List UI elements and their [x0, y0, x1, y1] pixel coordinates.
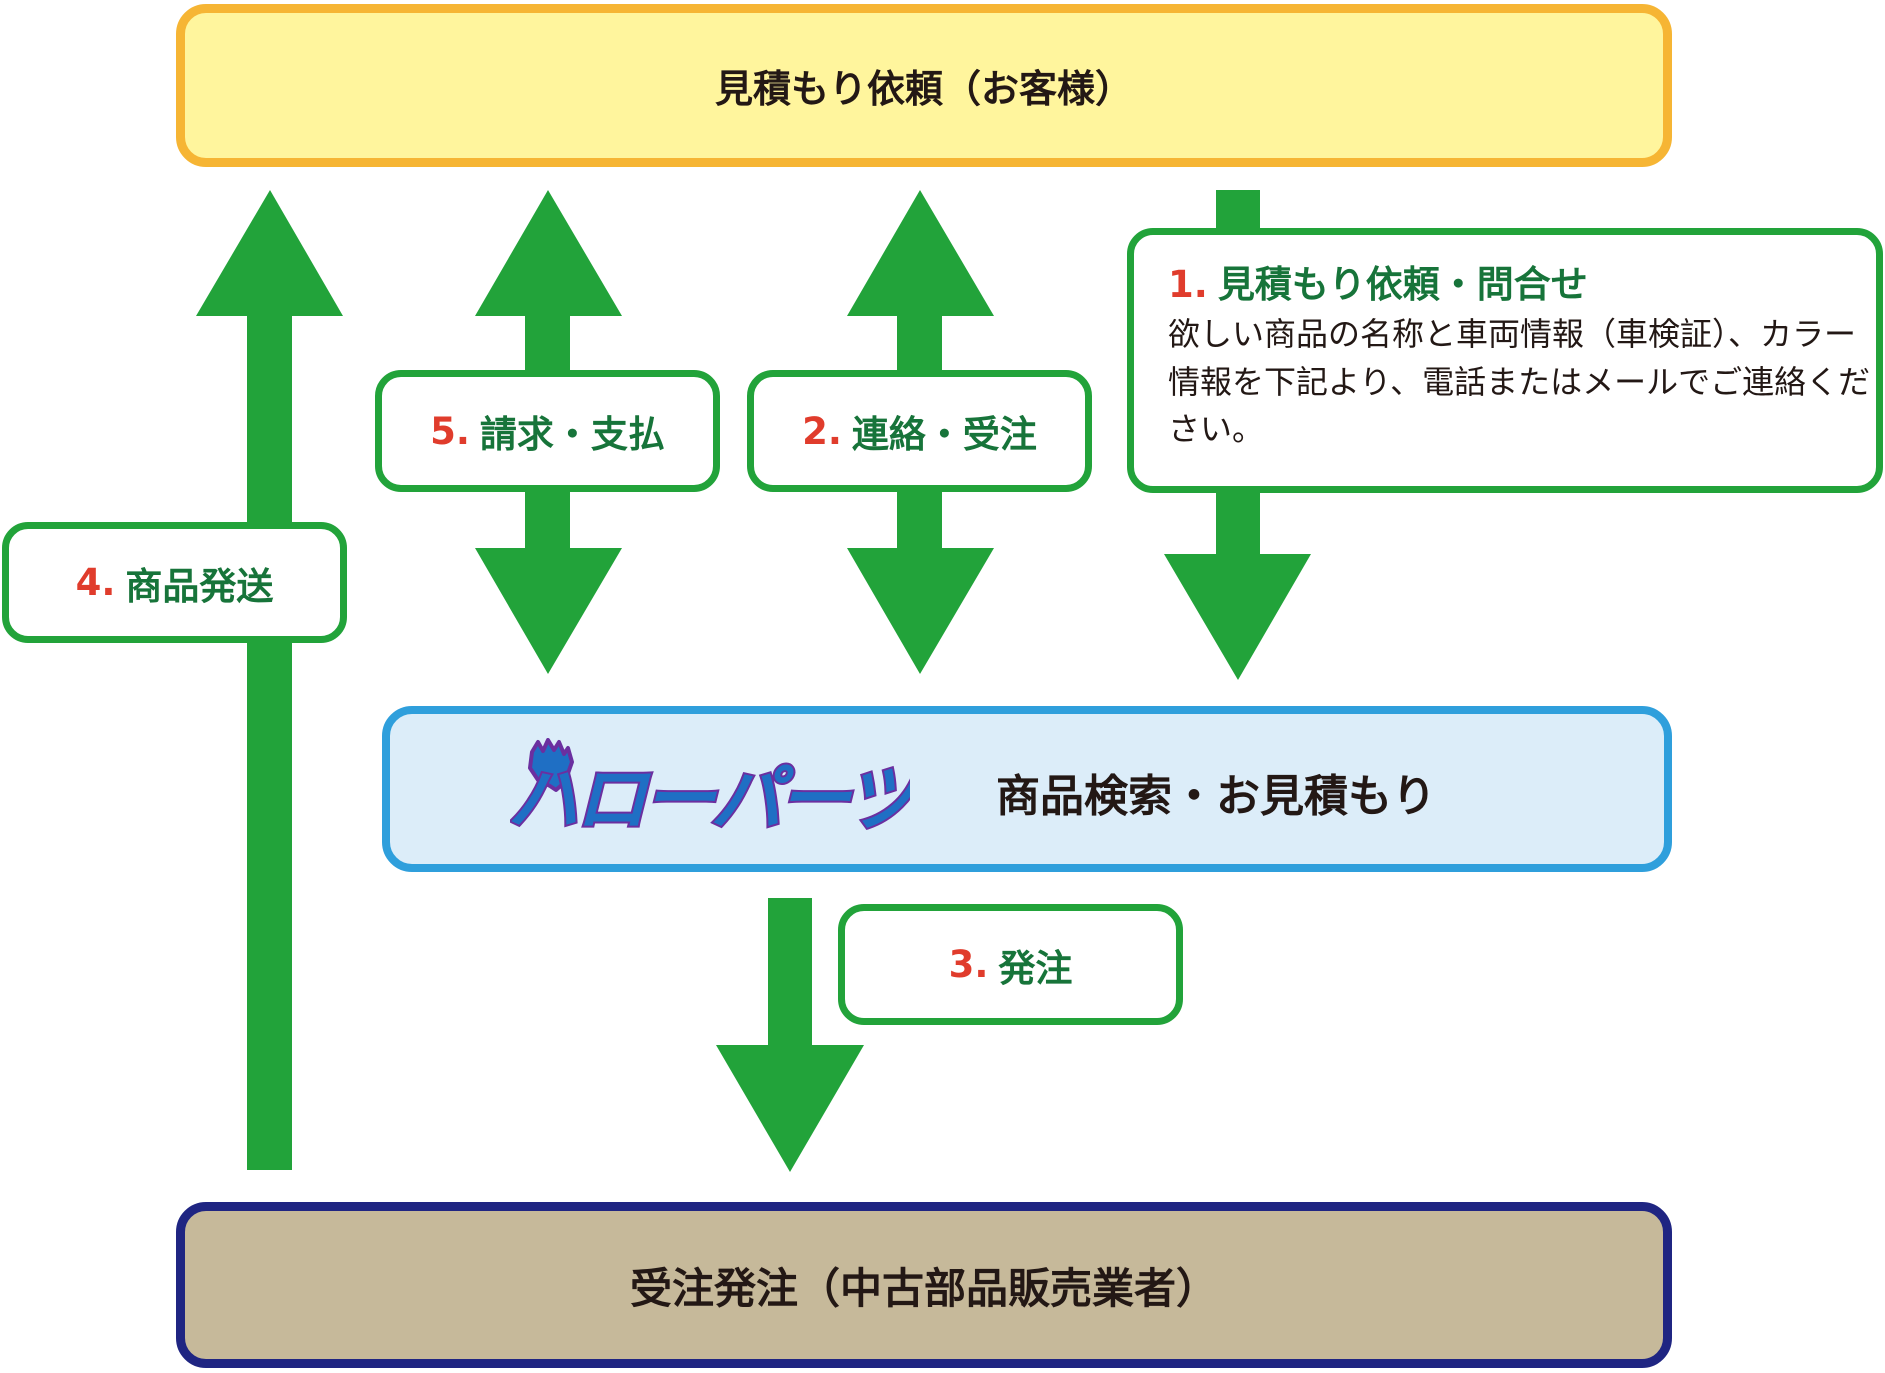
step-1-description: 欲しい商品の名称と車両情報（車検証）、カラー情報を下記より、電話またはメールでご… — [1168, 315, 1871, 449]
supplier-label: 受注発注 — [629, 1263, 798, 1313]
step-2-title: 連絡・受注 — [851, 413, 1037, 456]
customer-box: 見積もり依頼（お客様） — [176, 4, 1672, 167]
step-1-number: 1. — [1168, 263, 1208, 306]
step-1-heading: 1.見積もり依頼・問合せ — [1168, 263, 1876, 307]
parts-label: 商品検索・お見積もり — [996, 771, 1436, 822]
step-3-title: 発注 — [998, 946, 1073, 990]
step-3-box: 3.発注 — [838, 904, 1183, 1025]
hello-parts-logo: ハローパーツ — [510, 738, 910, 843]
step-5-title: 請求・支払 — [479, 413, 665, 456]
arrow-purchase-order — [716, 898, 864, 1172]
step-3-number: 3. — [948, 943, 989, 986]
step-1-box: 1.見積もり依頼・問合せ 欲しい商品の名称と車両情報（車検証）、カラー情報を下記… — [1127, 228, 1883, 493]
supplier-label-paren: （中古部品販売業者） — [798, 1263, 1219, 1313]
step-5-number: 5. — [430, 409, 470, 453]
arrow-product-shipping — [196, 190, 343, 1170]
step-4-title: 商品発送 — [125, 564, 274, 608]
step-5-box: 5.請求・支払 — [375, 370, 720, 492]
logo-text: ハローパーツ — [510, 757, 910, 841]
step-2-box: 2.連絡・受注 — [747, 370, 1092, 492]
hello-parts-box — [382, 706, 1672, 872]
step-2-number: 2. — [802, 409, 842, 453]
step-4-box: 4.商品発送 — [2, 522, 347, 643]
step-1-title: 見積もり依頼・問合せ — [1217, 263, 1588, 306]
supplier-box: 受注発注（中古部品販売業者） — [176, 1202, 1672, 1368]
waving-hand-icon — [528, 738, 574, 792]
step-4-number: 4. — [75, 561, 116, 604]
customer-label: 見積もり依頼（お客様） — [714, 67, 1133, 111]
